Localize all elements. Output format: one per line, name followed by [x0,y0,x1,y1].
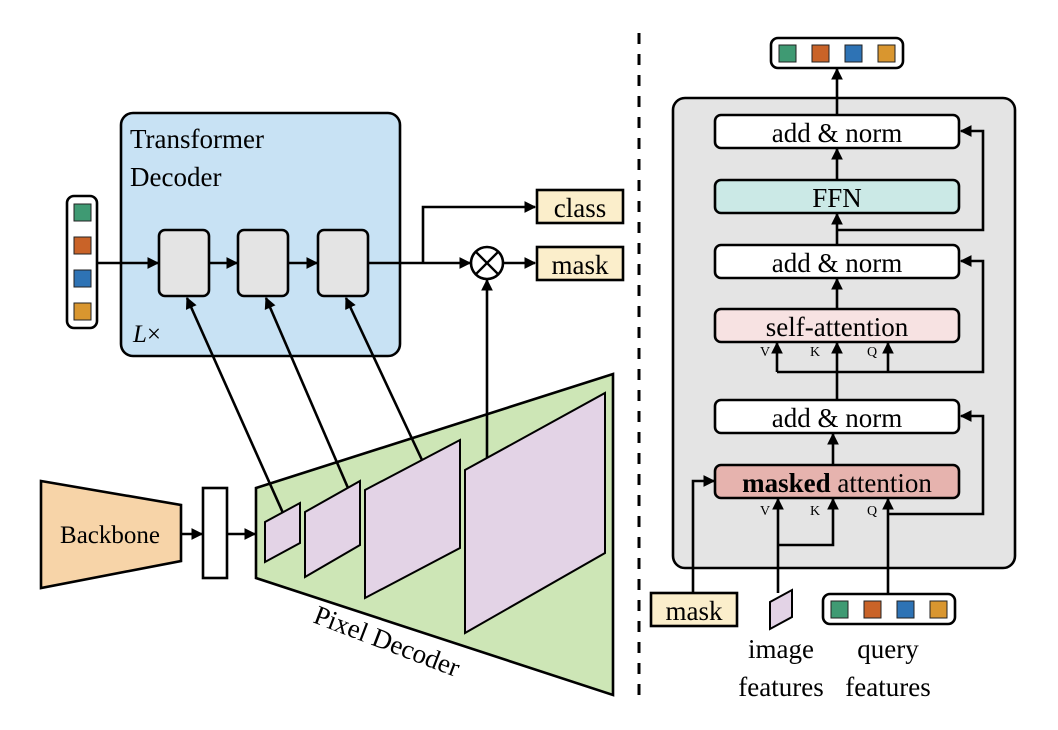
image-features-line1: image [748,634,814,664]
self-attention-label: self-attention [766,312,909,342]
mask-output-box [535,245,625,282]
output-token-4 [877,44,896,63]
mask-input-label: mask [666,596,723,626]
backbone-shape [39,479,183,590]
ma-query-skip [888,410,985,516]
decoder-block-2 [236,228,290,298]
image-features-line2: features [738,672,823,702]
class-output-label: class [554,193,606,223]
backbone-label: Backbone [60,522,160,549]
add-norm-mid-label: add & norm [772,248,902,278]
attention-word: attention [831,468,933,498]
mask-input-arrow [691,475,716,593]
sa-input-bus [777,255,985,374]
output-token-1 [778,44,797,63]
ffn-label: FFN [812,183,862,213]
input-token-3 [896,600,915,619]
feature-map-3 [364,438,461,600]
sa-v-label: V [760,345,770,360]
decoder-block-3 [316,228,370,298]
input-token-4 [929,600,948,619]
transformer-decoder-title-1: Transformer [130,124,264,154]
arrow-to-class [421,201,537,263]
feature-map-1 [264,501,301,564]
output-token-3 [844,44,863,63]
input-token-2 [863,600,882,619]
arrow-fmap3-to-block3 [344,296,424,461]
arrow-fmap1-to-block1 [185,296,285,514]
class-output-box [535,188,625,225]
arrow-fmap2-to-block2 [264,296,350,489]
ma-q-label: Q [867,504,877,519]
mask-input-box [649,591,739,628]
sa-q-label: Q [867,345,877,360]
ma-v-label: V [760,504,770,519]
query-features-line2: features [845,672,930,702]
ma-k-arrow [778,497,839,547]
image-feature-map-icon [769,588,793,631]
masked-word: masked [742,468,831,498]
multiply-icon [469,245,505,281]
output-token-2 [811,44,830,63]
add-norm-top-label: add & norm [772,118,902,148]
feature-map-4 [464,391,606,635]
decoder-block-1 [157,228,211,298]
query-features-line1: query [857,634,919,664]
query-token-3 [73,269,92,288]
query-token-1 [73,203,92,222]
repeat-times: × [147,321,161,348]
repeat-l: L [132,321,147,348]
sa-k-label: K [810,345,820,360]
query-token-2 [73,236,92,255]
add-norm-bottom-label: add & norm [772,403,902,433]
query-stack-input [821,592,957,626]
transformer-decoder-title-2: Decoder [130,162,221,192]
feature-map-2 [304,479,361,579]
skip-connection-ffn [837,125,985,232]
ma-k-label: K [810,504,820,519]
masked-attention-label: masked attention [742,468,932,498]
repeat-label: L× [132,321,161,348]
backbone-features [201,486,229,580]
query-token-4 [73,302,92,321]
input-token-1 [830,600,849,619]
mask-output-label: mask [552,250,609,280]
